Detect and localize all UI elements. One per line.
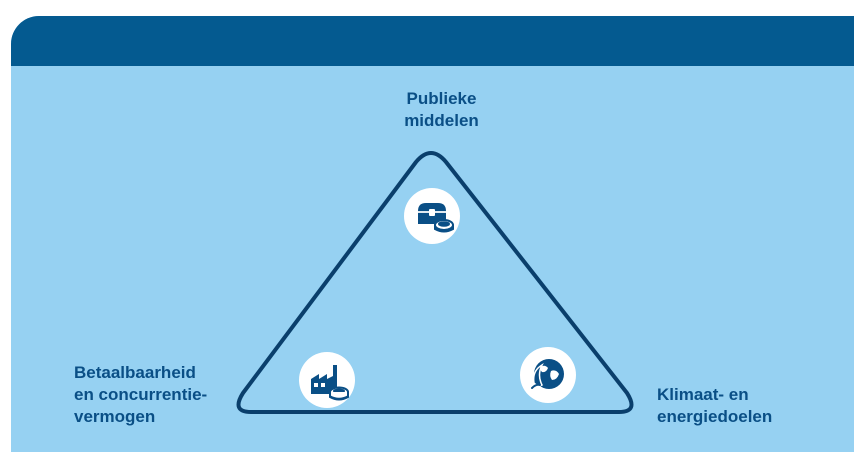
label-betaalbaarheid: Betaalbaarheid en concurrentie- vermogen — [74, 363, 208, 426]
label-publieke-middelen: Publieke middelen — [404, 89, 479, 130]
label-klimaat-energiedoelen: Klimaat- en energiedoelen — [657, 385, 773, 426]
triangle-outline — [236, 151, 634, 414]
treasure-chest-icon — [404, 188, 460, 244]
header-bar — [11, 16, 854, 66]
diagram-panel: Publieke middelen Betaalbaarheid en conc… — [11, 16, 854, 452]
globe-leaf-icon — [520, 347, 576, 403]
factory-icon — [299, 352, 355, 408]
